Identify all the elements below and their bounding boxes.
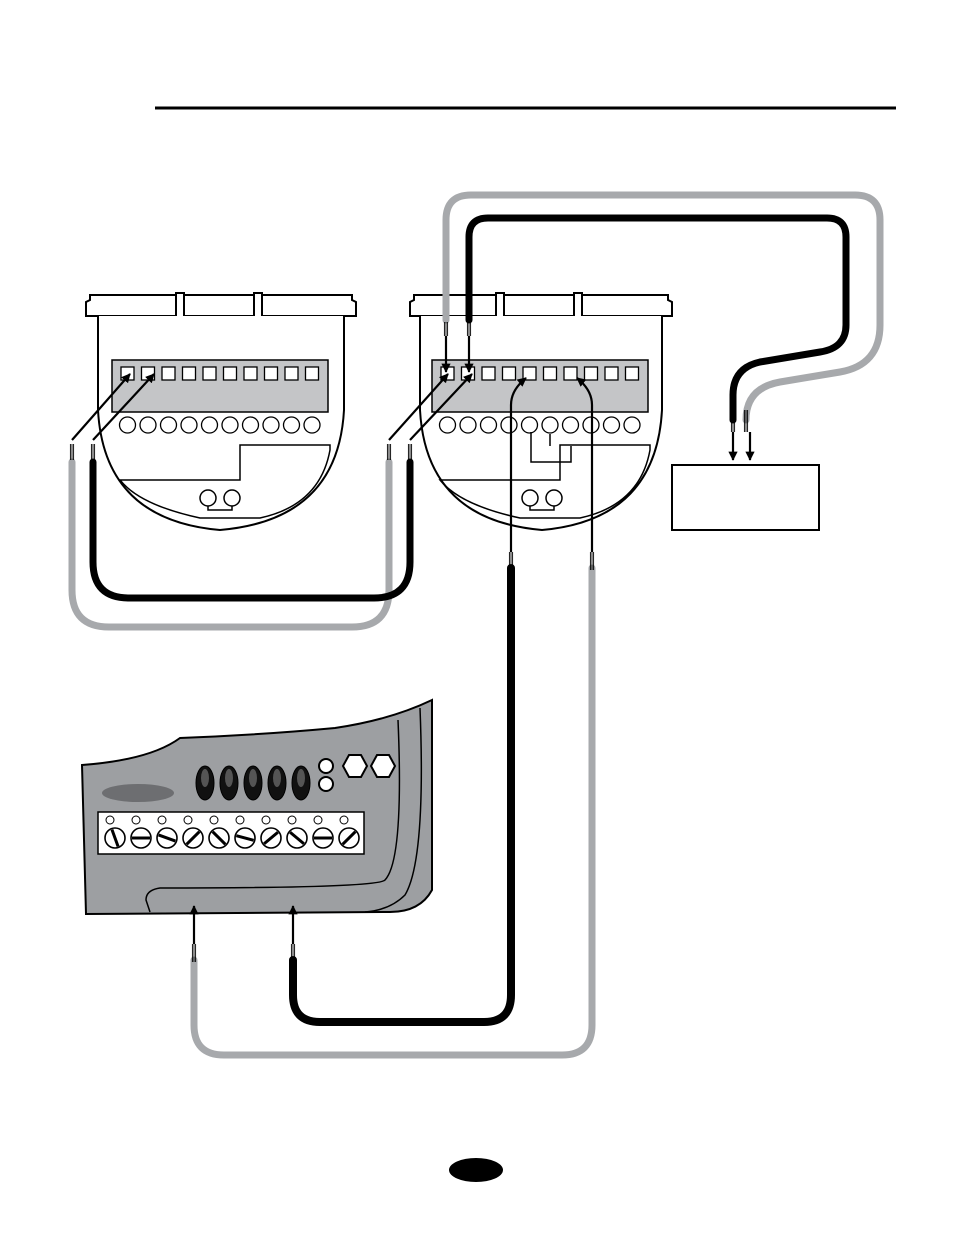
terminal-screw-hole xyxy=(263,417,279,433)
terminal-screw[interactable] xyxy=(157,828,177,848)
led-highlight xyxy=(225,769,233,787)
terminal-square xyxy=(203,367,216,380)
terminal-square xyxy=(605,367,618,380)
terminal-screw-hole xyxy=(604,417,620,433)
terminal-screw[interactable] xyxy=(183,828,203,848)
terminal-screw-hole xyxy=(460,417,476,433)
terminal-screw-hole xyxy=(284,417,300,433)
led-highlight xyxy=(249,769,257,787)
terminal-square xyxy=(585,367,598,380)
terminal-square xyxy=(544,367,557,380)
terminal-pin xyxy=(106,816,114,824)
terminal-screw-hole xyxy=(202,417,218,433)
led-highlight xyxy=(273,769,281,787)
terminal-screw-hole xyxy=(522,417,538,433)
terminal-screw-hole xyxy=(222,417,238,433)
terminal-square xyxy=(306,367,319,380)
terminal-screw[interactable] xyxy=(235,828,255,848)
led-highlight xyxy=(201,769,209,787)
hex-nut-1 xyxy=(343,755,367,777)
terminal-square xyxy=(503,367,516,380)
terminal-square xyxy=(162,367,175,380)
terminal-screw[interactable] xyxy=(209,828,229,848)
terminal-screw-hole xyxy=(542,417,558,433)
page-number-badge xyxy=(449,1158,503,1182)
terminal-pin xyxy=(184,816,192,824)
terminal-pin xyxy=(288,816,296,824)
terminal-screw-hole xyxy=(304,417,320,433)
small-button-top[interactable] xyxy=(319,759,333,773)
terminal-screw-hole xyxy=(140,417,156,433)
terminal-screw-hole xyxy=(501,417,517,433)
terminal-pin xyxy=(210,816,218,824)
terminal-square xyxy=(244,367,257,380)
terminal-square xyxy=(626,367,639,380)
terminal-square xyxy=(285,367,298,380)
sensor-housing-left xyxy=(86,293,356,530)
sensor-right-connector-b xyxy=(546,490,562,506)
terminal-pin xyxy=(236,816,244,824)
sensor-left-connector-b xyxy=(224,490,240,506)
terminal-screw-hole xyxy=(481,417,497,433)
hex-nut-2 xyxy=(371,755,395,777)
terminal-screw[interactable] xyxy=(287,828,307,848)
terminal-pin xyxy=(340,816,348,824)
terminal-screw-hole xyxy=(624,417,640,433)
terminal-screw[interactable] xyxy=(105,828,125,848)
led-highlight xyxy=(297,769,305,787)
terminal-square xyxy=(482,367,495,380)
terminal-screw[interactable] xyxy=(339,828,359,848)
sensor-left-connector-a xyxy=(200,490,216,506)
terminal-screw[interactable] xyxy=(313,828,333,848)
power-box xyxy=(672,465,819,530)
sensor-left-lid xyxy=(86,295,356,316)
terminal-screw-hole xyxy=(161,417,177,433)
sensor-housing-right xyxy=(410,293,672,530)
terminal-square xyxy=(183,367,196,380)
terminal-square xyxy=(224,367,237,380)
control-module xyxy=(82,700,432,914)
terminal-screw[interactable] xyxy=(131,828,151,848)
small-button-bottom[interactable] xyxy=(319,777,333,791)
terminal-square xyxy=(564,367,577,380)
terminal-screw-hole xyxy=(440,417,456,433)
terminal-square xyxy=(265,367,278,380)
brand-badge-oval xyxy=(102,784,174,802)
terminal-screw-hole xyxy=(120,417,136,433)
terminal-screw[interactable] xyxy=(261,828,281,848)
terminal-pin xyxy=(132,816,140,824)
sensor-right-connector-a xyxy=(522,490,538,506)
terminal-square xyxy=(142,367,155,380)
terminal-screw-hole xyxy=(563,417,579,433)
terminal-pin xyxy=(262,816,270,824)
terminal-screw-hole xyxy=(243,417,259,433)
terminal-pin xyxy=(314,816,322,824)
terminal-screw-hole xyxy=(181,417,197,433)
terminal-pin xyxy=(158,816,166,824)
